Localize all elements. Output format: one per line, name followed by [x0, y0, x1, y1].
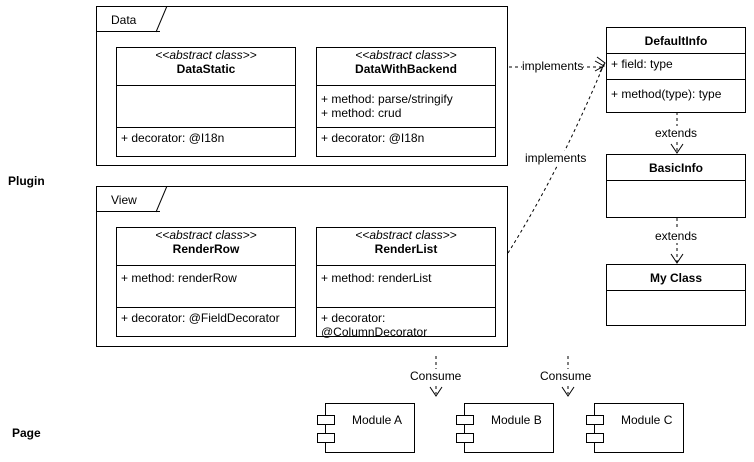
module-port	[586, 433, 604, 443]
arrowhead-implements-data	[594, 60, 606, 72]
module-c-label: Module C	[621, 413, 673, 427]
datastatic-operations	[117, 86, 295, 128]
defaultinfo-field: + field: type	[611, 57, 673, 71]
renderrow-op: + method: renderRow	[121, 271, 237, 285]
renderrow-decorators: + decorator: @FieldDecorator	[117, 308, 295, 328]
implements-label: implements	[525, 151, 587, 165]
datastatic-name: DataStatic	[176, 62, 236, 76]
arrowhead-extends-myclass	[670, 253, 684, 264]
implements-label: implements	[522, 59, 584, 73]
module-port	[317, 415, 335, 425]
view-package-tab: View	[96, 186, 160, 212]
extends-label: extends	[655, 229, 698, 243]
datastatic-class[interactable]: <<abstract class>> DataStatic + decorato…	[116, 47, 296, 157]
arrowhead-consume-a	[429, 386, 443, 397]
datawithbackend-decorators: + decorator: @I18n	[317, 128, 495, 148]
defaultinfo-name: DefaultInfo	[644, 34, 708, 48]
extends-label: extends	[655, 126, 698, 140]
defaultinfo-op: + method(type): type	[611, 87, 722, 101]
datawithbackend-name: DataWithBackend	[355, 62, 457, 76]
consume-label: Consume	[410, 369, 462, 383]
module-port	[456, 415, 474, 425]
renderrow-class[interactable]: <<abstract class>> RenderRow + method: r…	[116, 227, 296, 337]
module-c[interactable]: Module C	[586, 403, 684, 453]
renderrow-operations: + method: renderRow	[117, 266, 295, 308]
module-b-label: Module B	[491, 413, 542, 427]
renderlist-stereotype: <<abstract class>>	[355, 228, 457, 242]
renderlist-name: RenderList	[374, 242, 438, 256]
view-package-title: View	[111, 193, 137, 207]
module-a-label: Module A	[352, 413, 403, 427]
renderlist-operations: + method: renderList	[317, 266, 495, 308]
package-tab-corner	[156, 6, 168, 33]
datastatic-stereotype: <<abstract class>>	[155, 48, 257, 62]
data-package-title: Data	[111, 13, 137, 27]
arrowhead-implements-view	[596, 56, 606, 73]
defaultinfo-class[interactable]: DefaultInfo + field: type + method(type)…	[606, 27, 746, 113]
renderlist-op: + method: renderList	[321, 271, 432, 285]
module-port	[586, 415, 604, 425]
renderrow-name: RenderRow	[172, 242, 240, 256]
myclass-class[interactable]: My Class	[606, 264, 746, 326]
data-package-tab: Data	[96, 6, 160, 32]
defaultinfo-fields: + field: type	[607, 54, 745, 80]
datawithbackend-stereotype: <<abstract class>>	[355, 48, 457, 62]
implements-edge-view	[507, 63, 605, 254]
arrowhead-consume-b	[561, 386, 575, 397]
module-port	[317, 433, 335, 443]
consume-label: Consume	[540, 369, 592, 383]
renderlist-decorators: + decorator: @ColumnDecorator	[317, 308, 495, 342]
arrowhead-extends-basicinfo	[670, 143, 684, 154]
datawithbackend-op: + method: parse/stringify	[321, 92, 453, 106]
renderrow-decorator: + decorator: @FieldDecorator	[121, 311, 280, 325]
datastatic-decorators: + decorator: @I18n	[117, 128, 295, 148]
basicinfo-name: BasicInfo	[648, 161, 703, 175]
renderlist-decorator: + decorator: @ColumnDecorator	[321, 311, 428, 339]
datastatic-decorator: + decorator: @I18n	[121, 131, 225, 145]
plugin-section-label: Plugin	[8, 174, 45, 188]
defaultinfo-operations: + method(type): type	[607, 80, 745, 104]
page-section-label: Page	[12, 426, 41, 440]
package-tab-corner	[156, 186, 168, 213]
myclass-name: My Class	[649, 271, 703, 285]
basicinfo-class[interactable]: BasicInfo	[606, 154, 746, 218]
datawithbackend-op: + method: crud	[321, 106, 402, 120]
module-port	[456, 433, 474, 443]
renderrow-stereotype: <<abstract class>>	[155, 228, 257, 242]
datawithbackend-class[interactable]: <<abstract class>> DataWithBackend + met…	[316, 47, 496, 157]
datawithbackend-decorator: + decorator: @I18n	[321, 131, 425, 145]
datawithbackend-operations: + method: parse/stringify + method: crud	[317, 86, 495, 128]
renderlist-class[interactable]: <<abstract class>> RenderList + method: …	[316, 227, 496, 339]
module-a[interactable]: Module A	[317, 403, 415, 453]
module-b[interactable]: Module B	[456, 403, 554, 453]
